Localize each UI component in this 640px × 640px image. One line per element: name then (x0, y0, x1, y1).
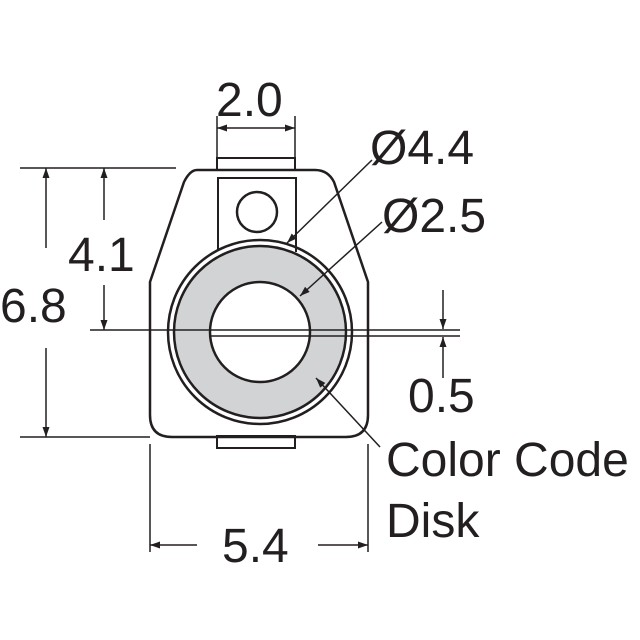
outer-diameter-label: Ø4.4 (370, 122, 474, 175)
leader-inner-diameter (299, 221, 383, 297)
component-body (148, 168, 370, 439)
outer-ring (166, 238, 354, 426)
bottom-width-label: 5.4 (222, 520, 289, 573)
inner-frame (217, 177, 297, 252)
color-code-disk (172, 244, 348, 420)
callout-line-2: Disk (386, 495, 480, 548)
leader-color-code-disk (315, 377, 381, 448)
callout-line-1: Color Code (386, 434, 629, 487)
slot-width-label: 0.5 (408, 370, 475, 423)
leader-outer-diameter (286, 159, 373, 244)
top-width-label: 2.0 (216, 74, 283, 127)
top-tab (216, 157, 296, 171)
center-height-label: 4.1 (68, 229, 135, 282)
total-height-label: 6.8 (0, 280, 67, 333)
mounting-hole (235, 190, 279, 234)
inner-diameter-label: Ø2.5 (382, 190, 486, 243)
